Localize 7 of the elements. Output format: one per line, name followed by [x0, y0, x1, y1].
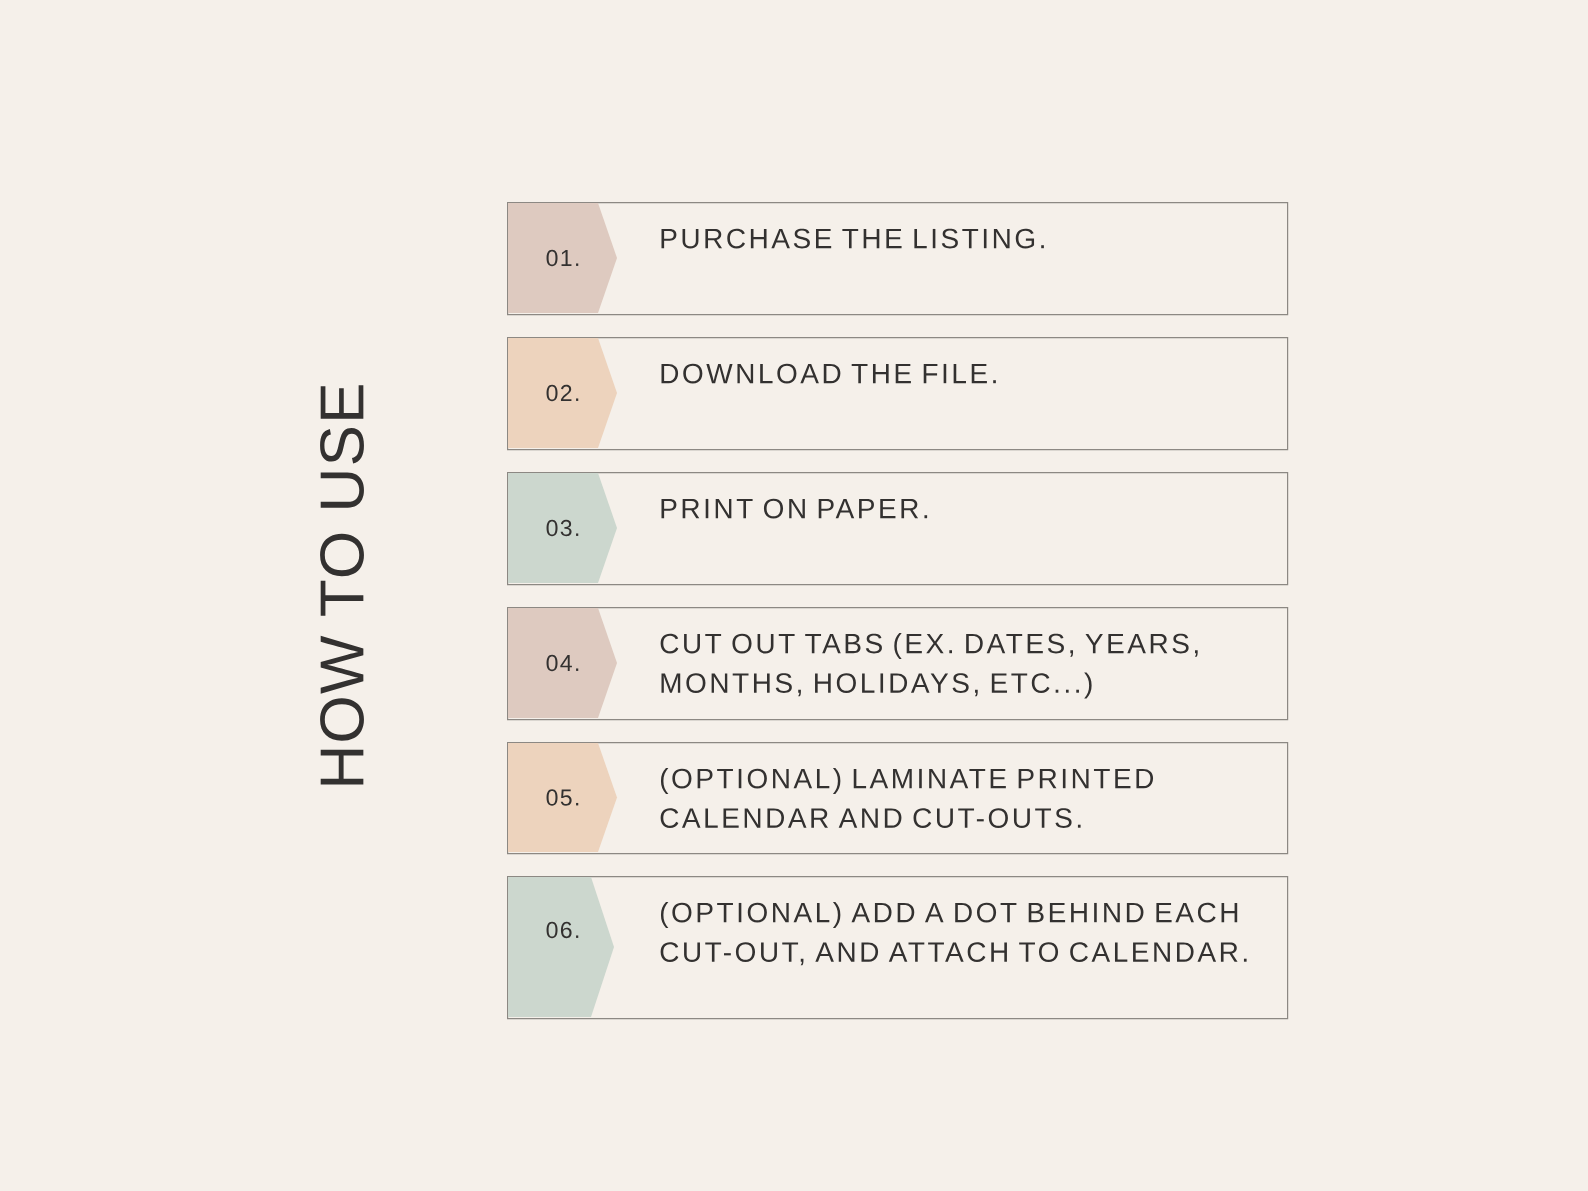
chevron-tag: 06.	[508, 877, 614, 1017]
chevron-tag: 05.	[508, 743, 617, 852]
chevron-tag: 03.	[508, 473, 617, 583]
chevron-tag: 04.	[508, 608, 617, 718]
title: HOW TO USE	[320, 385, 364, 785]
chevron-tag: 02.	[508, 338, 617, 448]
chevron-tag: 01.	[508, 203, 617, 313]
